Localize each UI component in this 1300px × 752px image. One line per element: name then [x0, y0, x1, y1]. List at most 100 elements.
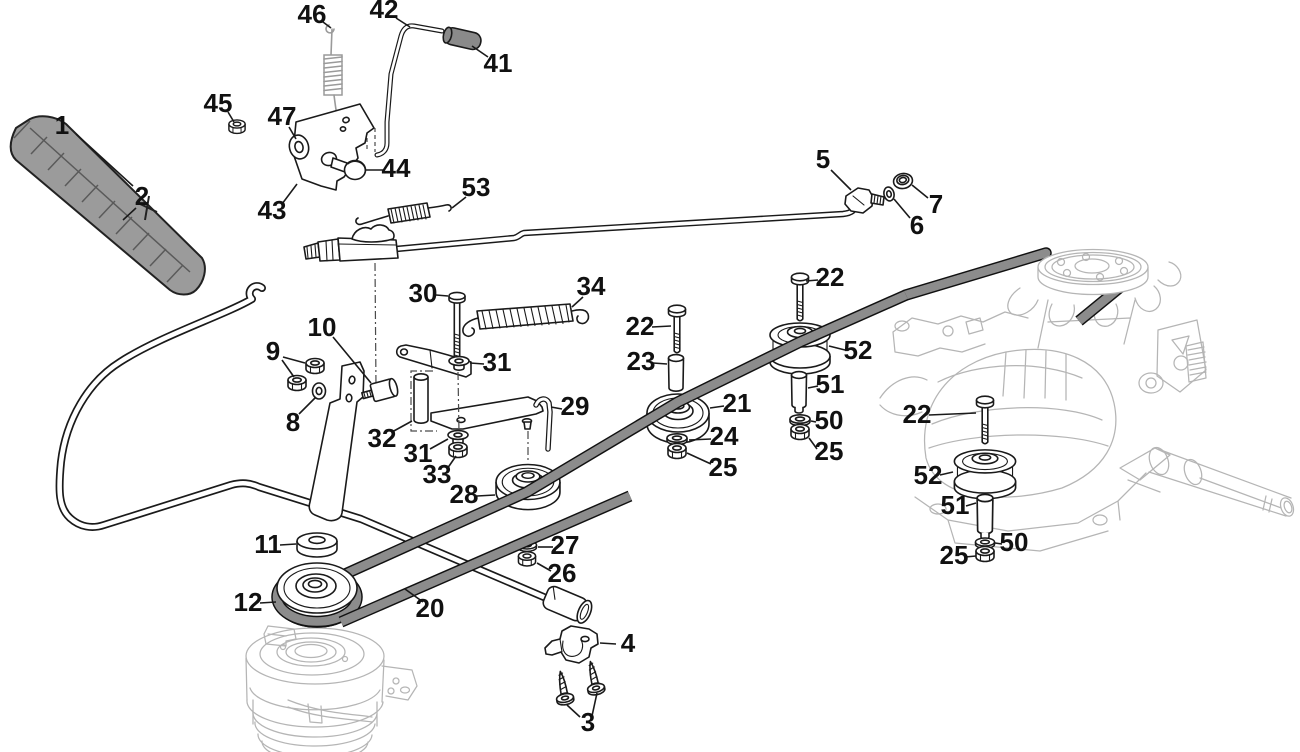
part-label-20: 20 [416, 593, 445, 623]
part-label-42: 42 [370, 0, 399, 24]
leader-line-30 [435, 294, 449, 297]
part-label-25: 25 [815, 436, 844, 466]
part-label-26: 26 [548, 558, 577, 588]
transaxle-fan-ghost [1007, 261, 1182, 327]
part-label-31: 31 [483, 347, 512, 377]
spring-53 [355, 202, 452, 226]
transaxle-pulley-ghost [1037, 248, 1149, 296]
washer-47 [288, 134, 310, 160]
leader-line-25 [686, 452, 712, 465]
part-label-45: 45 [204, 88, 233, 118]
lever-pivot-boss [542, 585, 593, 624]
leader-line-22 [928, 412, 977, 416]
leader-line-20 [404, 588, 424, 603]
brake-pedal-lever [55, 282, 593, 624]
leader-line-6 [893, 198, 911, 219]
pedal-tread-ribs [13, 120, 184, 283]
spacer-51b [976, 493, 994, 540]
leader-line-52 [828, 345, 846, 351]
leader-line-34 [571, 296, 584, 308]
part-label-32: 32 [368, 423, 397, 453]
nut-45 [228, 119, 246, 135]
transmission-belt-20 [271, 289, 909, 628]
leader-line-10 [332, 336, 372, 384]
leader-line-12 [259, 601, 277, 604]
part-label-29: 29 [561, 391, 590, 421]
spacer-11 [296, 532, 338, 558]
part-label-50: 50 [1000, 527, 1029, 557]
part-label-46: 46 [298, 0, 327, 29]
part-label-5: 5 [816, 144, 830, 174]
leader-line-51 [965, 502, 977, 507]
grip-41 [442, 26, 482, 51]
part-label-7: 7 [929, 189, 943, 219]
part-label-12: 12 [234, 587, 263, 617]
part-label-22: 22 [626, 311, 655, 341]
bolt-10 [361, 377, 399, 403]
leader-line-31 [469, 362, 485, 365]
leader-line-3 [591, 692, 598, 717]
part-label-25: 25 [940, 540, 969, 570]
part-label-9: 9 [266, 336, 280, 366]
part-label-52: 52 [844, 335, 873, 365]
leader-line-42 [395, 17, 411, 28]
transaxle-ghost [879, 261, 1295, 552]
electromagnetic-clutch-ghost [245, 625, 418, 752]
part-label-33: 33 [423, 459, 452, 489]
leader-line-46 [322, 21, 332, 29]
nut-25c [975, 545, 995, 563]
leader-line-32 [391, 420, 413, 433]
leader-line-11 [279, 543, 297, 546]
washer-8 [311, 382, 327, 400]
leader-line-22 [651, 325, 672, 328]
part-label-3: 3 [581, 707, 595, 737]
leader-line-25 [964, 555, 977, 558]
part-label-10: 10 [308, 312, 337, 342]
part-label-8: 8 [286, 407, 300, 437]
nut-9a [305, 357, 325, 375]
spring-34 [462, 303, 590, 337]
right-v-idler-assembly [953, 395, 1017, 563]
leader-line-3 [566, 704, 581, 718]
part-label-47: 47 [268, 101, 297, 131]
idler-bracket-group [287, 357, 399, 522]
brake-rod-assembly [303, 172, 914, 389]
leader-line-53 [451, 196, 467, 209]
part-label-4: 4 [621, 628, 636, 658]
part-label-44: 44 [382, 153, 411, 183]
spacer-51a [790, 370, 808, 414]
leader-line-28 [476, 494, 496, 497]
part-label-41: 41 [484, 48, 513, 78]
part-label-51: 51 [941, 490, 970, 520]
leader-line-7 [911, 184, 929, 199]
leader-line-4 [599, 642, 617, 645]
part-label-53: 53 [462, 172, 491, 202]
leader-line-43 [281, 183, 298, 205]
brake-pedal-pad [9, 115, 206, 296]
nut-25b [790, 423, 810, 441]
leader-line-5 [830, 169, 852, 191]
leader-line-21 [709, 405, 725, 409]
part-label-24: 24 [710, 421, 739, 451]
part-label-21: 21 [723, 388, 752, 418]
part-label-30: 30 [409, 278, 438, 308]
rod-pivot-block [303, 224, 399, 262]
leader-line-52 [939, 471, 954, 476]
part-label-27: 27 [551, 530, 580, 560]
leader-line-29 [550, 406, 563, 410]
part-label-6: 6 [910, 210, 924, 240]
belt-guide-bracket-4 [544, 625, 599, 664]
nut-25a [667, 442, 687, 460]
leader-line-50 [994, 542, 1003, 545]
nut-26 [517, 550, 537, 567]
leader-line-33 [446, 455, 457, 470]
spacer-32 [413, 372, 429, 424]
leader-line-41 [471, 45, 489, 58]
mid-v-idler-assembly [769, 272, 831, 441]
leader-line-24 [688, 438, 712, 441]
plate-31 [395, 344, 472, 378]
